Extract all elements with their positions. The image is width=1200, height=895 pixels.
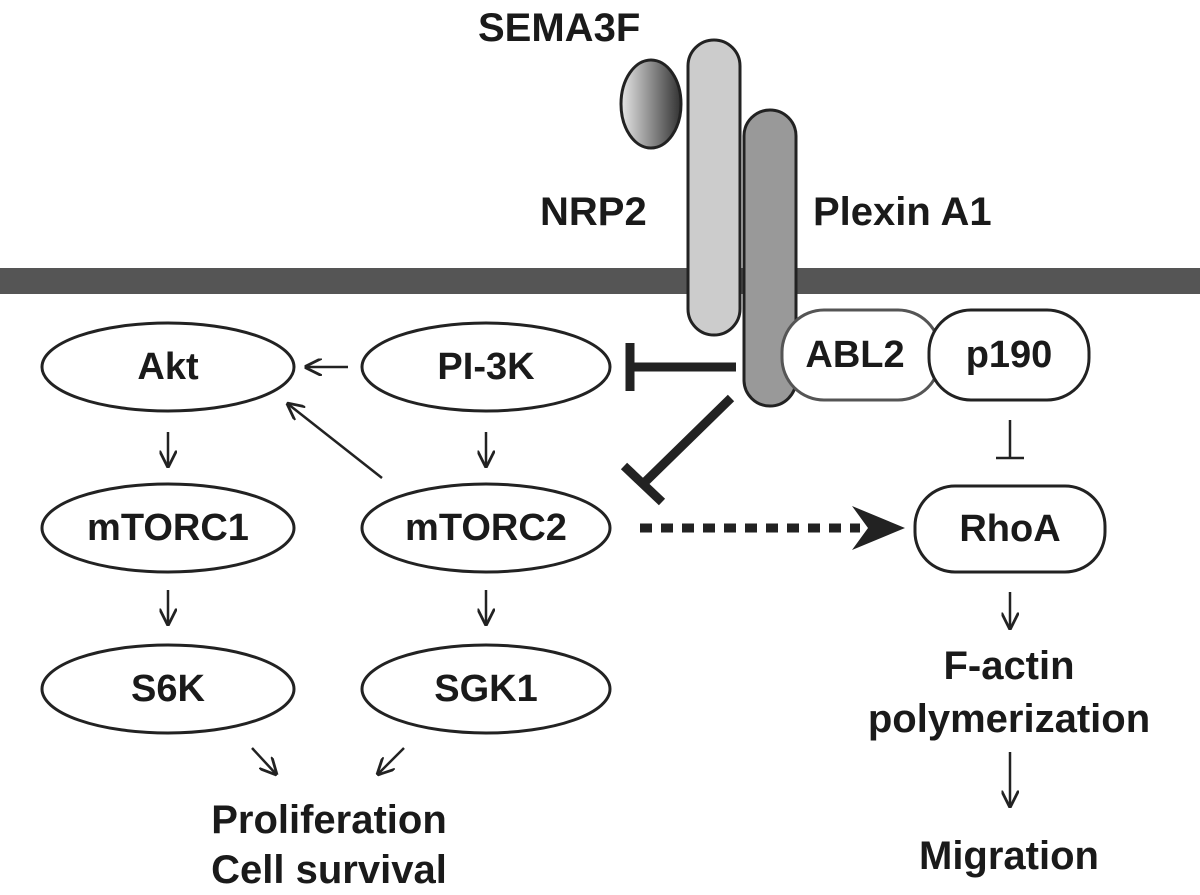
plexin-a1-receptor-shape — [742, 108, 798, 408]
rhoa-node-shape — [913, 484, 1107, 574]
inhibit-mtorc2-line — [639, 394, 735, 488]
factin-label-line2: polymerization — [868, 697, 1150, 741]
akt-label: Akt — [137, 346, 199, 388]
rhoa-label: RhoA — [959, 508, 1060, 550]
abl2-label: ABL2 — [805, 334, 904, 376]
sgk1-label: SGK1 — [434, 668, 537, 710]
s6k-node-shape — [40, 643, 296, 735]
pi3k-node-shape — [360, 321, 612, 413]
s6k-label: S6K — [131, 668, 205, 710]
mtorc2-to-rhoa-arrowhead — [852, 506, 905, 550]
mtorc2-to-akt-arrow — [288, 404, 383, 479]
cell-membrane — [0, 268, 1200, 294]
sema3f-ligand-shape — [619, 58, 683, 150]
p190-label: p190 — [966, 334, 1053, 376]
factin-label-line1: F-actin — [943, 644, 1074, 688]
pi3k-label: PI-3K — [437, 346, 535, 388]
proliferation-label: Proliferation — [211, 798, 447, 842]
nrp2-label: NRP2 — [540, 190, 647, 234]
mtorc2-label: mTORC2 — [405, 507, 567, 549]
mtorc2-node-shape — [360, 482, 612, 574]
mtorc1-label: mTORC1 — [87, 507, 249, 549]
inhibit-mtorc2-bar — [620, 462, 666, 506]
s6k-to-proliferation-arrow — [251, 747, 276, 774]
nrp2-receptor-shape — [686, 38, 742, 337]
plexin-a1-label: Plexin A1 — [813, 190, 992, 234]
sema3f-label: SEMA3F — [478, 6, 640, 50]
sgk1-to-proliferation-arrow — [378, 747, 405, 774]
mtorc1-node-shape — [40, 482, 296, 574]
cell-survival-label: Cell survival — [211, 848, 447, 892]
akt-node-shape — [40, 321, 296, 413]
migration-label: Migration — [919, 834, 1099, 878]
p190-node-shape — [927, 308, 1091, 402]
sgk1-node-shape — [360, 643, 612, 735]
